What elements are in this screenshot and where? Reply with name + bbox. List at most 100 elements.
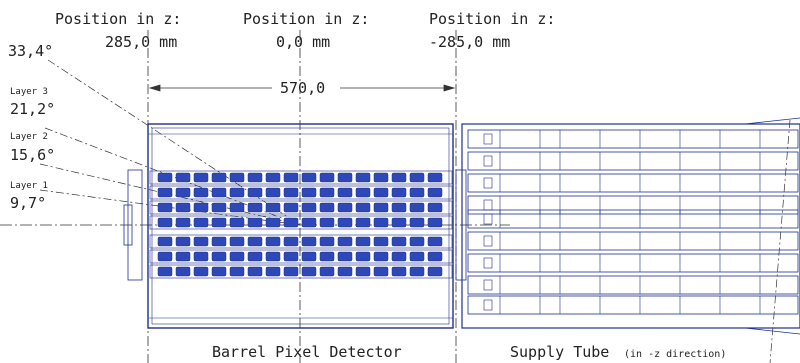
supply-tube	[461, 117, 800, 363]
pixel-module	[355, 187, 371, 198]
supply-row	[467, 231, 799, 251]
pixel-module	[265, 266, 281, 277]
pixel-module	[283, 251, 299, 262]
pixel-module	[175, 236, 191, 247]
layer2-angle: 15,6°	[10, 146, 55, 164]
supply-break-line	[769, 119, 791, 363]
supply-taper-top	[744, 117, 800, 125]
pixel-module	[211, 202, 227, 213]
pixel-module	[391, 266, 407, 277]
pixel-module	[265, 172, 281, 183]
barrel-inner-frame	[151, 127, 450, 325]
module-row	[149, 264, 453, 279]
pixel-module	[157, 172, 173, 183]
pixel-module	[391, 251, 407, 262]
supply-row-frame	[467, 173, 799, 193]
pixel-module	[391, 202, 407, 213]
position-heading-right: Position in z:	[429, 10, 555, 28]
pixel-module	[265, 202, 281, 213]
pixel-module	[211, 236, 227, 247]
pixel-module	[427, 187, 443, 198]
pixel-module	[265, 236, 281, 247]
supply-row-connector	[483, 299, 493, 311]
pixel-module	[319, 217, 335, 228]
pixel-module	[391, 217, 407, 228]
pixel-module	[283, 217, 299, 228]
pixel-module	[427, 251, 443, 262]
supply-row-connector	[483, 235, 493, 247]
pixel-module	[283, 266, 299, 277]
pixel-module	[355, 251, 371, 262]
supply-row-frame	[467, 295, 799, 315]
pixel-module	[391, 172, 407, 183]
pixel-module	[319, 236, 335, 247]
module-row	[149, 215, 453, 230]
pixel-module	[409, 187, 425, 198]
pixel-module	[391, 187, 407, 198]
pixel-module	[409, 202, 425, 213]
pixel-module	[355, 202, 371, 213]
pixel-module	[337, 236, 353, 247]
module-row-frame	[149, 234, 453, 249]
pixel-module	[193, 172, 209, 183]
position-heading-center: Position in z:	[243, 10, 369, 28]
pixel-module	[157, 236, 173, 247]
module-row	[149, 170, 453, 185]
pixel-module	[283, 172, 299, 183]
pixel-module	[157, 266, 173, 277]
supply-row	[467, 209, 799, 229]
supply-row	[467, 151, 799, 171]
pixel-module	[409, 217, 425, 228]
pixel-module	[247, 251, 263, 262]
pixel-module	[337, 187, 353, 198]
pixel-module	[319, 172, 335, 183]
supply-row-connector	[483, 279, 493, 291]
pixel-module	[193, 266, 209, 277]
pixel-module	[319, 202, 335, 213]
pixel-module	[193, 251, 209, 262]
pixel-module	[373, 236, 389, 247]
supply-row-frame	[467, 195, 799, 215]
supply-row	[467, 253, 799, 273]
pixel-module	[229, 217, 245, 228]
supply-row-frame	[467, 209, 799, 229]
supply-row-frame	[467, 151, 799, 171]
pixel-module	[409, 172, 425, 183]
module-row	[149, 200, 453, 215]
pixel-module	[211, 172, 227, 183]
pixel-module	[427, 236, 443, 247]
position-value-center: 0,0 mm	[276, 33, 330, 51]
pixel-module	[193, 187, 209, 198]
module-row	[149, 185, 453, 200]
supply-row	[467, 173, 799, 193]
module-row-frame	[149, 170, 453, 185]
caption-supply-note: (in -z direction)	[624, 349, 726, 360]
supply-row	[467, 195, 799, 215]
pixel-module	[247, 172, 263, 183]
left-flange-connector	[123, 204, 133, 246]
pixel-module	[337, 172, 353, 183]
pixel-module	[337, 266, 353, 277]
pixel-module	[229, 236, 245, 247]
pixel-module	[355, 236, 371, 247]
supply-row-connector	[483, 133, 493, 145]
caption-barrel: Barrel Pixel Detector	[212, 343, 402, 361]
pixel-module	[409, 266, 425, 277]
pixel-module	[319, 187, 335, 198]
pixel-module	[301, 187, 317, 198]
pixel-module	[229, 187, 245, 198]
pixel-module	[355, 217, 371, 228]
pixel-module	[157, 251, 173, 262]
pixel-module	[301, 202, 317, 213]
pixel-module	[247, 236, 263, 247]
pixel-module	[175, 202, 191, 213]
right-flange	[455, 169, 467, 281]
supply-tube-rows	[467, 129, 799, 315]
pixel-module	[427, 266, 443, 277]
supply-row-connector	[483, 257, 493, 269]
supply-row-frame	[467, 129, 799, 149]
pixel-module	[211, 187, 227, 198]
supply-row-connector	[483, 177, 493, 189]
